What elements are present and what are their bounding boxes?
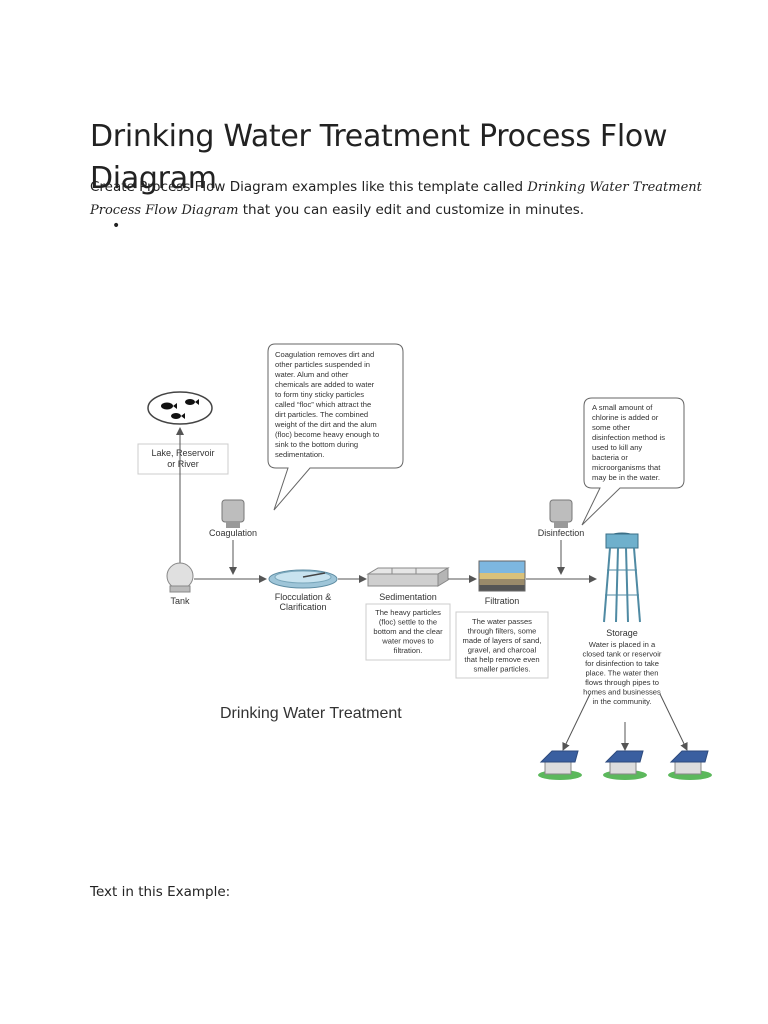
disinfection-callout-text-line-6: bacteria or <box>592 453 628 462</box>
text-in-example-label: Text in this Example: <box>90 884 231 900</box>
coagulation-callout-text-line-5: to form tiny sticky particles <box>275 390 364 399</box>
sedimentation-note-line-1: The heavy particles <box>375 608 441 617</box>
coagulation-callout-text-line-3: water. Alum and other <box>274 370 349 379</box>
template-name[interactable]: Drinking Water Treatment Process Flow Di… <box>90 180 702 218</box>
coagulation-callout <box>267 343 404 511</box>
coagulation-callout-text-line-11: sedimentation. <box>275 450 324 459</box>
disinfection-callout-text-line-3: some other <box>592 423 630 432</box>
storage-to-house-3-arrow <box>659 693 688 751</box>
house-1-icon <box>538 750 582 780</box>
disinfection-callout <box>581 397 685 526</box>
process-flow-diagram: Lake, Reservoir or River Coagulation rem… <box>137 343 712 780</box>
coagulation-callout-text-line-2: other particles suspended in <box>275 360 370 369</box>
storage-note-line-6: homes and businesses <box>583 688 661 697</box>
water-tower-icon <box>603 532 641 623</box>
disinfection-callout-text-line-5: used to kill any <box>592 443 642 452</box>
sedimentation-label: Sedimentation <box>379 592 437 602</box>
filtration-note-line-4: gravel, and charcoal <box>468 646 537 655</box>
coagulation-callout-text-line-8: weight of the dirt and the alum <box>274 420 377 429</box>
page-title: Drinking Water Treatment Process Flow Di… <box>90 119 668 197</box>
bullet-point: • <box>112 218 121 234</box>
storage-note-line-5: flows through pipes to <box>585 678 659 687</box>
storage-label: Storage <box>606 628 638 638</box>
sedimentation-note-line-4: water moves to <box>381 637 434 646</box>
intro-paragraph: Create Process Flow Diagram examples lik… <box>90 176 710 222</box>
sedimentation-note-line-2: (floc) settle to the <box>379 618 437 627</box>
intro-prefix: Create Process Flow Diagram examples lik… <box>90 179 524 195</box>
intro-suffix: that you can easily edit and customize i… <box>242 202 585 218</box>
flocculation-basin-icon <box>268 569 338 589</box>
tank-label: Tank <box>170 596 190 606</box>
storage-note-line-2: closed tank or reservoir <box>583 650 662 659</box>
storage-note-line-3: for disinfection to take <box>585 659 659 668</box>
house-2-icon <box>603 750 647 780</box>
source-label-box <box>137 443 229 475</box>
sedimentation-note-box <box>365 603 451 661</box>
tank-icon <box>166 562 194 593</box>
coagulation-callout-text-line-10: sink to the bottom during <box>275 440 358 449</box>
source-label-line-2: or River <box>167 459 199 469</box>
disinfection-tank-icon <box>549 499 573 528</box>
disinfection-label: Disinfection <box>538 528 585 538</box>
source-pond-icon <box>147 391 213 425</box>
flocculation-label-line-1: Flocculation & <box>275 592 332 602</box>
disinfection-callout-text-line-8: may be in the water. <box>592 473 660 482</box>
filtration-note-line-6: smaller particles. <box>474 665 531 674</box>
filtration-note-line-3: made of layers of sand, <box>463 636 542 645</box>
house-3-icon <box>668 750 712 780</box>
disinfection-callout-text-line-7: microorganisms that <box>592 463 661 472</box>
storage-note-line-4: place. The water then <box>586 669 659 678</box>
coagulation-callout-text-line-1: Coagulation removes dirt and <box>275 350 374 359</box>
diagram-caption: Drinking Water Treatment <box>220 705 402 722</box>
filtration-note-line-5: that help remove even <box>464 655 539 664</box>
sedimentation-note: The heavy particles(floc) settle to theb… <box>373 608 443 655</box>
disinfection-callout-text-line-1: A small amount of <box>592 403 653 412</box>
storage-to-house-1-arrow <box>562 693 591 751</box>
sedimentation-note-line-3: bottom and the clear <box>373 627 443 636</box>
filtration-icon <box>478 560 526 592</box>
filtration-note-line-2: through filters, some <box>468 627 537 636</box>
coagulation-callout-text-line-7: dirt particles. The combined <box>275 410 368 419</box>
source-label-line-1: Lake, Reservoir <box>151 448 214 458</box>
coagulation-callout-text-line-4: chemicals are added to water <box>275 380 375 389</box>
filtration-note-line-1: The water passes <box>472 617 532 626</box>
filtration-label: Filtration <box>485 596 520 606</box>
sedimentation-note-line-5: filtration. <box>394 646 423 655</box>
storage-note-line-1: Water is placed in a <box>589 640 656 649</box>
coagulation-tank-icon <box>221 499 245 528</box>
coagulation-callout-text-line-9: (floc) become heavy enough to <box>275 430 379 439</box>
disinfection-callout-text-line-2: chlorine is added or <box>592 413 659 422</box>
sedimentation-tank-icon <box>366 567 450 587</box>
flocculation-label-line-2: Clarification <box>279 602 326 612</box>
coagulation-callout-text-line-6: called “floc” which attract the <box>275 400 371 409</box>
filtration-note-box <box>455 611 549 679</box>
coagulation-label: Coagulation <box>209 528 257 538</box>
storage-note-line-7: in the community. <box>593 697 652 706</box>
disinfection-callout-text-line-4: disinfection method is <box>592 433 665 442</box>
